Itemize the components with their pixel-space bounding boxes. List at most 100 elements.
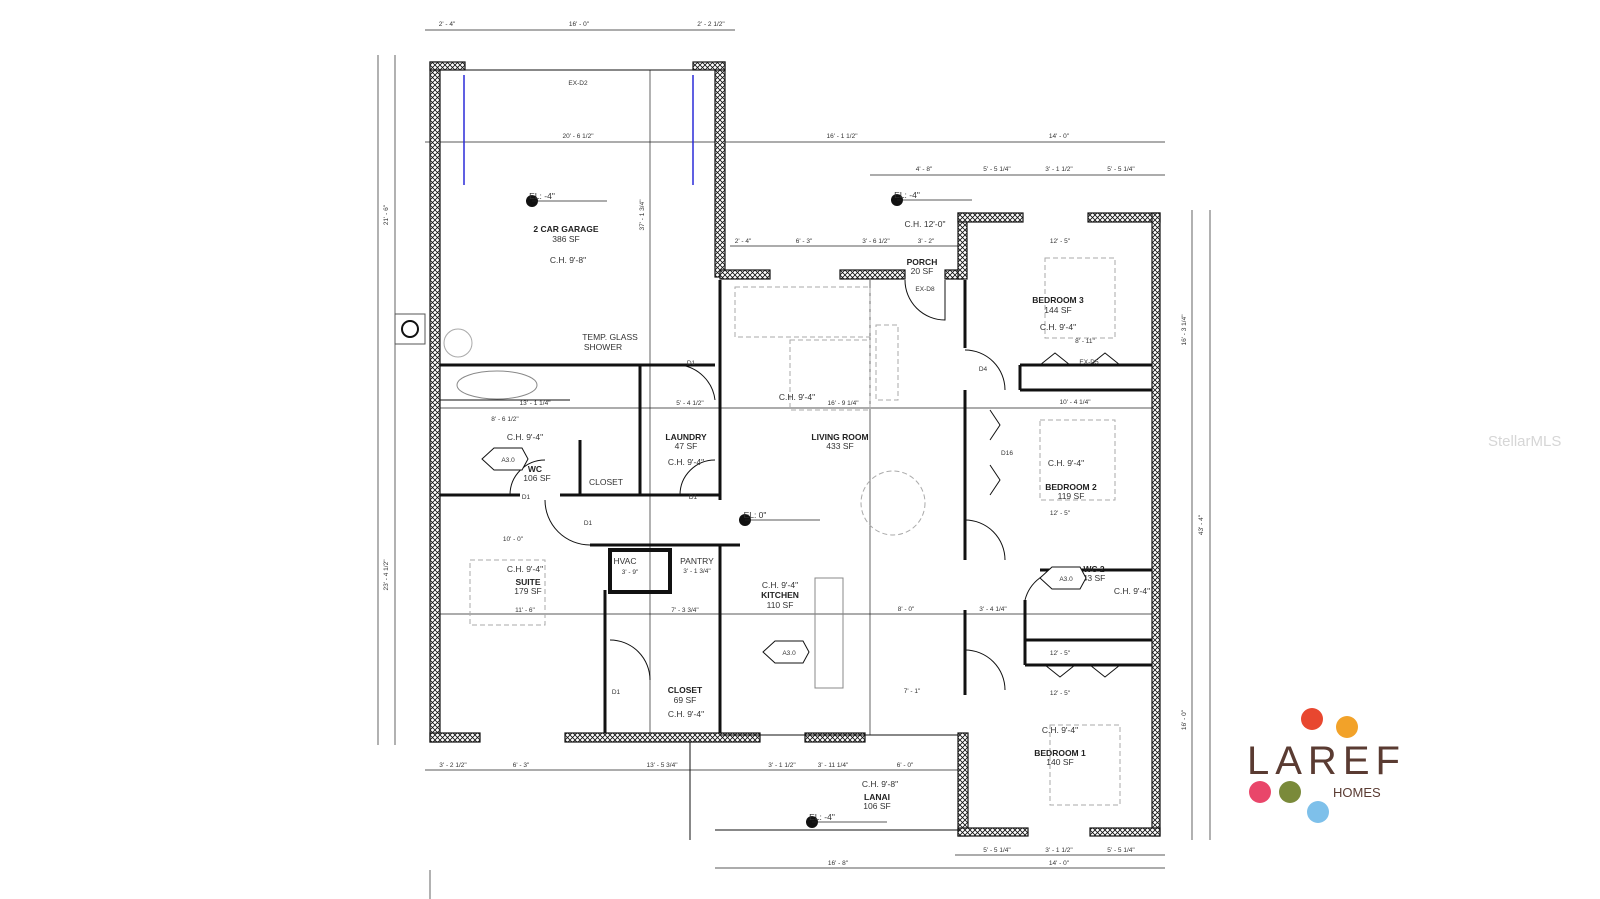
door-tag: D1 (687, 360, 696, 367)
room-name: BEDROOM 1 (1034, 748, 1086, 758)
dimension-label: 3' - 2 1/2" (439, 762, 467, 769)
room-area: 386 SF (552, 234, 579, 244)
dimension-label: 4' - 8" (916, 166, 933, 173)
room-wc2: WC 2 43 SF C.H. 9'-4" (1083, 564, 1150, 596)
ceiling-height: C.H. 9'-4" (668, 709, 704, 719)
section-tag-label: A3.0 (1059, 576, 1073, 583)
dimension-label: 3' - 1 1/2" (1045, 166, 1073, 173)
shower-note: TEMP. GLASS (582, 332, 638, 342)
ceiling-height: C.H. 9'-4" (507, 432, 543, 442)
dimension-lines (377, 29, 1211, 899)
logo-dot (1336, 716, 1358, 738)
room-laundry: LAUNDRY 47 SF C.H. 9'-4" (665, 432, 707, 467)
ceiling-height: C.H. 9'-8" (550, 255, 586, 265)
door-tag: EX-D2 (568, 80, 588, 87)
dimension-label: 8' - 0" (898, 606, 915, 613)
ceiling-height: C.H. 9'-4" (507, 564, 543, 574)
dimension-label: 13' - 1 1/4" (519, 400, 551, 407)
dimension-label: 8' - 6 1/2" (491, 416, 519, 423)
dimension-label: 2' - 2 1/2" (697, 21, 725, 28)
dimension-label: 5' - 5 1/4" (1107, 847, 1135, 854)
room-area: 43 SF (1083, 573, 1106, 583)
elevation-label: EL: -4" (894, 190, 920, 200)
elevation-label: EL: 0" (744, 510, 767, 520)
room-name: BEDROOM 3 (1032, 295, 1084, 305)
dimension-label: 20' - 6 1/2" (562, 133, 594, 140)
dimension-label: 43' - 4" (1198, 514, 1205, 535)
room-area: 179 SF (514, 586, 541, 596)
dimension-label: 23' - 4 1/2" (383, 559, 390, 591)
room-area: 69 SF (674, 695, 697, 705)
room-name: WC 2 (1083, 564, 1105, 574)
dimension-label: 10' - 4 1/4" (1059, 399, 1091, 406)
dimension-labels: 2' - 4"16' - 0"2' - 2 1/2"20' - 6 1/2"16… (383, 21, 1205, 867)
room-bedroom3: BEDROOM 3 144 SF C.H. 9'-4" (1032, 295, 1084, 332)
section-tag: A3.0 (762, 640, 810, 664)
room-area: 110 SF (767, 600, 794, 610)
dimension-label: 7' - 3 3/4" (671, 607, 699, 614)
dimension-label: 5' - 5 1/4" (983, 166, 1011, 173)
elevation-label: EL: -4" (529, 191, 555, 201)
door-tag: EX-D8 (915, 286, 935, 293)
dimension-label: 3' - 11 1/4" (818, 762, 849, 769)
door-tag: EX-D5 (1079, 359, 1099, 366)
hvac-dimension: 3' - 9" (622, 569, 639, 576)
room-closet: CLOSET 69 SF C.H. 9'-4" (668, 685, 704, 719)
logo-dot (1307, 801, 1329, 823)
door-tag: D4 (979, 366, 988, 373)
dimension-label: 8' - 11" (1075, 338, 1095, 345)
dimension-label: 14' - 0" (1049, 133, 1070, 140)
room-name: LAUNDRY (665, 432, 707, 442)
door-tag: D1 (612, 689, 621, 696)
dimension-label: 3' - 1 1/2" (768, 762, 796, 769)
dimension-label: 5' - 5 1/4" (983, 847, 1011, 854)
room-name-pantry: PANTRY (680, 556, 714, 566)
room-area: 140 SF (1046, 757, 1073, 767)
dimension-label: 14' - 0" (1049, 860, 1070, 867)
exterior-walls (429, 61, 1161, 837)
ceiling-height: C.H. 9'-4" (1040, 322, 1076, 332)
room-area: 119 SF (1058, 491, 1085, 501)
dimension-label: 37' - 1 3/4" (639, 199, 646, 231)
room-area: 106 SF (523, 473, 550, 483)
dimension-label: 16' - 3 1/4" (1181, 314, 1188, 346)
dimension-label: 16' - 9 1/4" (827, 400, 859, 407)
dimension-label: 16' - 1 1/2" (826, 133, 858, 140)
ceiling-height: C.H. 9'-4" (1114, 586, 1150, 596)
shower-note: SHOWER (584, 342, 622, 352)
dimension-label: 12' - 5" (1050, 510, 1071, 517)
room-name: LANAI (864, 792, 890, 802)
room-garage: 2 CAR GARAGE 386 SF C.H. 9'-8" (533, 224, 599, 265)
elevation-marker: EL: -4" (526, 191, 607, 207)
elevation-label: EL: -4" (809, 812, 835, 822)
ceiling-height: C.H. 9'-4" (1042, 725, 1078, 735)
logo-dot (1279, 781, 1301, 803)
ceiling-height: C.H. 9'-4" (668, 457, 704, 467)
room-bedroom2: C.H. 9'-4" BEDROOM 2 119 SF (1045, 458, 1097, 501)
door-tag: D16 (1001, 450, 1013, 457)
room-name: CLOSET (668, 685, 703, 695)
ceiling-height: C.H. 9'-8" (862, 779, 898, 789)
room-suite: C.H. 9'-4" SUITE 179 SF (507, 564, 543, 596)
dimension-label: 3' - 6 1/2" (862, 238, 890, 245)
logo-word: LAREF (1247, 739, 1406, 783)
dimension-label: 6' - 3" (513, 762, 530, 769)
room-area: 20 SF (911, 266, 934, 276)
dimension-label: 16' - 0" (569, 21, 590, 28)
room-area: 47 SF (675, 441, 698, 451)
room-name: SUITE (515, 577, 540, 587)
dimension-label: 13' - 5 3/4" (646, 762, 678, 769)
room-name-closet: CLOSET (589, 477, 623, 487)
room-living: C.H. 9'-4" LIVING ROOM 433 SF (779, 392, 869, 451)
room-area: 433 SF (826, 441, 853, 451)
dimension-label: 11' - 6" (515, 607, 535, 614)
furniture (394, 257, 1121, 806)
dimension-label: 6' - 0" (897, 762, 914, 769)
room-porch: C.H. 12'-0" PORCH 20 SF EX-D8 (904, 219, 945, 293)
room-name: PORCH (907, 257, 938, 267)
laref-homes-logo: LAREF HOMES (1247, 708, 1406, 823)
section-tags: A3.0A3.0A3.0 (481, 447, 1087, 664)
interior-walls (440, 69, 1152, 840)
room-bedroom1: C.H. 9'-4" BEDROOM 1 140 SF (1034, 725, 1086, 767)
